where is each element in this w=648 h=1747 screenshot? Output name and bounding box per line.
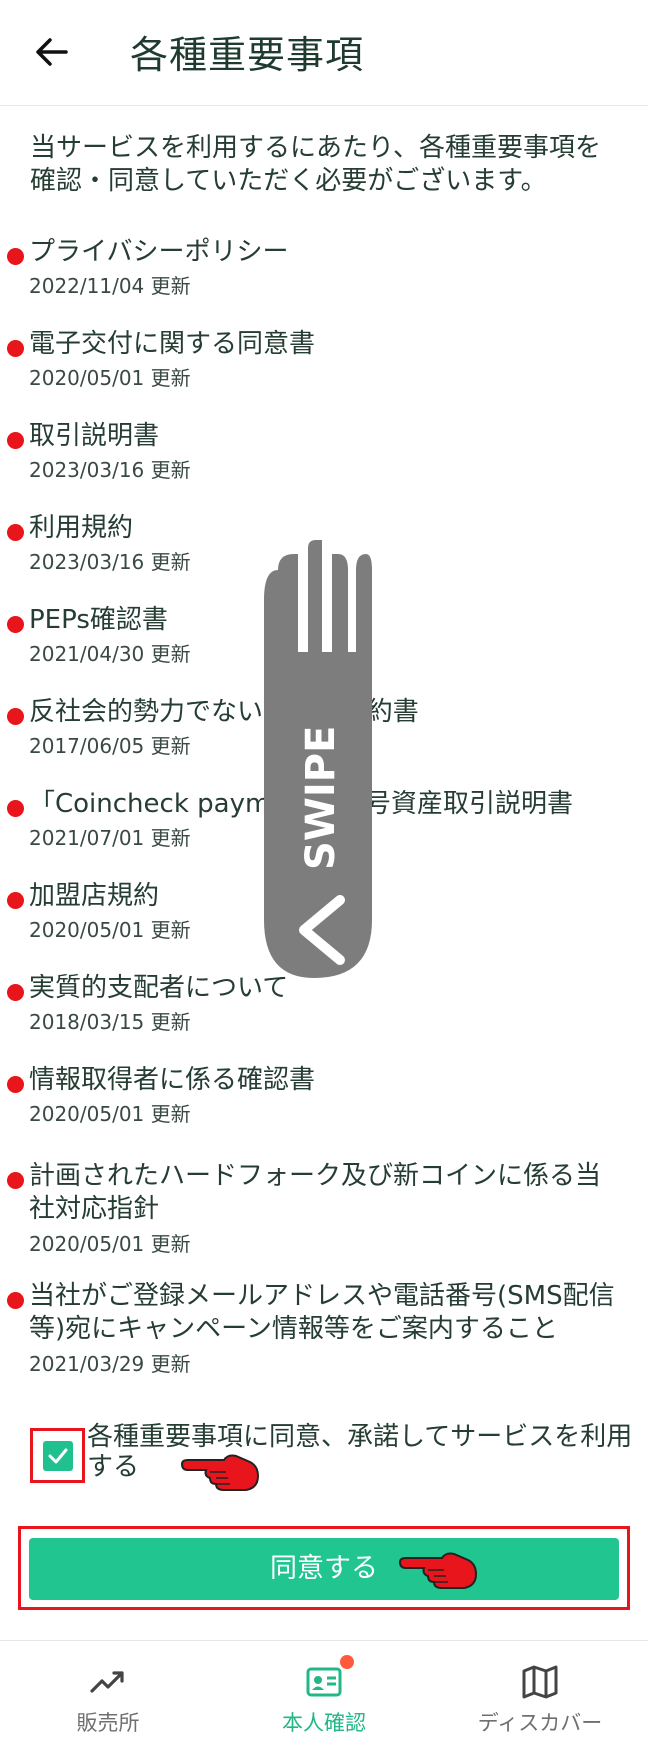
nav-tab-exchange[interactable]: 販売所	[0, 1641, 216, 1747]
document-date: 2022/11/04 更新	[29, 274, 191, 298]
document-date: 2023/03/16 更新	[29, 458, 191, 482]
document-date: 2021/07/01 更新	[29, 826, 191, 850]
app-header: 各種重要事項	[0, 0, 648, 106]
nav-label: ディスカバー	[477, 1711, 603, 1735]
bullet-dot	[7, 524, 24, 541]
checkmark-icon	[48, 1448, 68, 1464]
document-title[interactable]: 加盟店規約	[29, 881, 160, 911]
bottom-navigation: 販売所 本人確認 ディスカバー	[0, 1640, 648, 1747]
pointing-hand-icon	[180, 1454, 260, 1491]
bullet-dot	[7, 432, 24, 449]
document-date: 2023/03/16 更新	[29, 550, 191, 574]
agree-button[interactable]: 同意する	[29, 1538, 619, 1600]
document-title[interactable]: 取引説明書	[29, 421, 160, 451]
id-card-icon	[306, 1667, 342, 1697]
document-title[interactable]: プライバシーポリシー	[29, 237, 289, 267]
bullet-dot	[7, 892, 24, 909]
document-date: 2017/06/05 更新	[29, 734, 191, 758]
document-date: 2020/05/01 更新	[29, 1102, 191, 1126]
back-arrow-icon[interactable]	[32, 32, 72, 72]
bullet-dot	[7, 800, 24, 817]
nav-label: 本人確認	[282, 1711, 366, 1735]
document-date: 2020/05/01 更新	[29, 1232, 191, 1256]
bullet-dot	[7, 340, 24, 357]
document-date: 2020/05/01 更新	[29, 918, 191, 942]
bullet-dot	[7, 616, 24, 633]
button-highlight-frame: 同意する	[18, 1526, 630, 1610]
nav-tab-discover[interactable]: ディスカバー	[432, 1641, 648, 1747]
agreement-checkbox[interactable]	[43, 1441, 73, 1471]
bullet-dot	[7, 248, 24, 265]
nav-label: 販売所	[76, 1711, 140, 1735]
document-title[interactable]: 計画されたハードフォーク及び新コインに係る当社対応指針	[29, 1161, 602, 1224]
document-date: 2020/05/01 更新	[29, 366, 191, 390]
document-title[interactable]: PEPs確認書	[29, 605, 168, 635]
trend-chart-icon	[90, 1671, 124, 1693]
agreement-label[interactable]: 各種重要事項に同意、承諾してサービスを利用する	[87, 1422, 633, 1482]
document-title[interactable]: 情報取得者に係る確認書	[29, 1065, 316, 1095]
document-date: 2018/03/15 更新	[29, 1010, 191, 1034]
swipe-hint-overlay: SWIPE	[264, 540, 372, 978]
bullet-dot	[7, 1292, 24, 1309]
notification-dot	[340, 1655, 354, 1669]
intro-text: 当サービスを利用するにあたり、各種重要事項を確認・同意していただく必要がございま…	[30, 133, 601, 196]
document-title[interactable]: 利用規約	[29, 513, 134, 543]
document-title[interactable]: 当社がご登録メールアドレスや電話番号(SMS配信等)宛にキャンペーン情報等をご案…	[29, 1281, 615, 1344]
bullet-dot	[7, 984, 24, 1001]
bullet-dot	[7, 1172, 24, 1189]
nav-tab-identity-verification[interactable]: 本人確認	[216, 1641, 432, 1747]
checkbox-highlight-frame	[30, 1428, 85, 1483]
document-title[interactable]: 電子交付に関する同意書	[29, 329, 316, 359]
swipe-label: SWIPE	[298, 726, 344, 870]
document-date: 2021/03/29 更新	[29, 1352, 191, 1376]
agreement-row[interactable]: 各種重要事項に同意、承諾してサービスを利用する	[30, 1422, 632, 1502]
map-icon	[522, 1665, 558, 1699]
document-title[interactable]: 実質的支配者について	[29, 973, 289, 1003]
bullet-dot	[7, 1076, 24, 1093]
page-title: 各種重要事項	[130, 33, 365, 77]
document-date: 2021/04/30 更新	[29, 642, 191, 666]
pointing-hand-icon	[398, 1552, 478, 1589]
bullet-dot	[7, 708, 24, 725]
